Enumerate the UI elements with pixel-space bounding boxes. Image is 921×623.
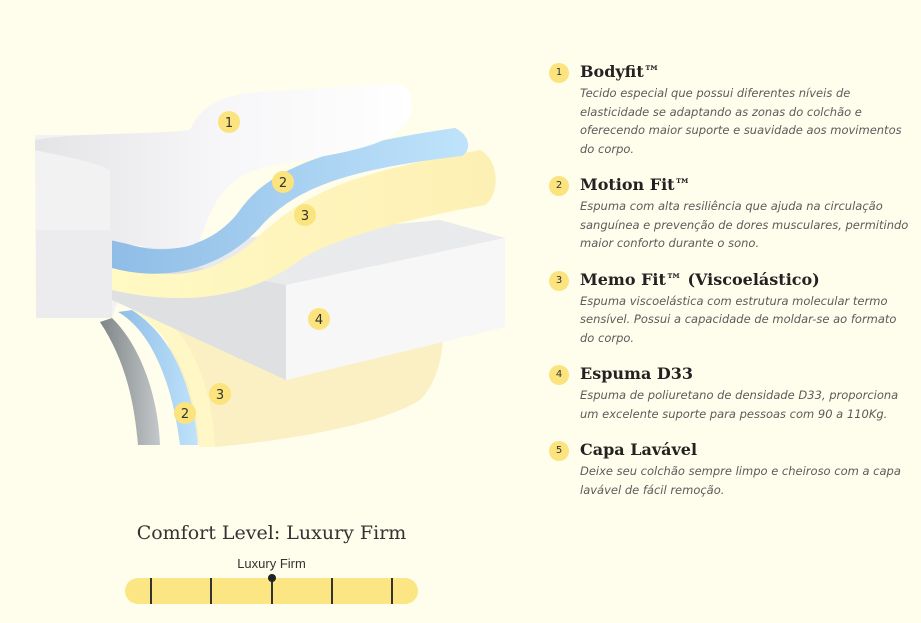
legend-number-badge: 2 xyxy=(549,176,569,196)
mattress-layers-diagram: 1 2 3 4 3 2 xyxy=(35,84,505,447)
comfort-scale-tick xyxy=(270,578,273,604)
comfort-level-marker xyxy=(267,574,276,582)
legend-item-description: Espuma viscoelástica com estrutura molec… xyxy=(580,293,897,345)
legend-item-description: Espuma com alta resiliência que ajuda na… xyxy=(580,199,909,250)
svg-text:2: 2 xyxy=(181,407,189,422)
svg-text:3: 3 xyxy=(216,388,224,403)
comfort-scale-bar xyxy=(125,574,418,604)
marker-3-lower: 3 xyxy=(209,383,231,405)
comfort-scale-tick xyxy=(330,578,333,604)
layer-base-grey xyxy=(100,318,160,445)
legend-number-badge: 1 xyxy=(549,63,569,83)
legend-number-badge: 5 xyxy=(549,441,569,461)
legend-item-bodyfit: 1 Bodyfit™ Tecido especial que possui di… xyxy=(549,60,914,158)
legend-item-description: Deixe seu colchão sempre limpo e cheiros… xyxy=(580,464,901,497)
comfort-level-title: Comfort Level: Luxury Firm xyxy=(136,522,407,544)
legend-item-description: Espuma de poliuretano de densidade D33, … xyxy=(580,388,899,421)
legend-item-title: Memo Fit™ (Viscoelástico) xyxy=(580,269,820,289)
legend-item-title: Bodyfit™ xyxy=(580,62,660,81)
legend-item-description: Tecido especial que possui diferentes ní… xyxy=(580,86,902,156)
layer-d33-foam-front xyxy=(286,238,505,380)
legend-number-badge: 3 xyxy=(549,270,569,291)
comfort-scale-tick xyxy=(150,578,152,604)
layer-bodyfit-cover xyxy=(35,84,412,249)
comfort-level-label: Luxury Firm xyxy=(237,556,306,571)
marker-2: 2 xyxy=(272,171,294,193)
layer-motion-fit-upper xyxy=(112,128,469,274)
legend-item-motion-fit: 2 Motion Fit™ Espuma com alta resiliênci… xyxy=(549,173,914,253)
marker-1: 1 xyxy=(218,111,240,133)
marker-2-lower: 2 xyxy=(174,402,196,424)
layer-memo-fit-lower-edge xyxy=(132,305,215,447)
svg-text:3: 3 xyxy=(301,209,309,224)
legend-item-espuma-d33: 4 Espuma D33 Espuma de poliuretano de de… xyxy=(549,362,914,423)
legend-item-memo-fit: 3 Memo Fit™ (Viscoelástico) Espuma visco… xyxy=(549,268,914,348)
comfort-scale-tick xyxy=(391,578,393,604)
svg-text:2: 2 xyxy=(279,176,287,191)
marker-4: 4 xyxy=(308,308,330,330)
legend-item-title: Motion Fit™ xyxy=(580,175,691,194)
svg-text:4: 4 xyxy=(315,313,323,328)
legend-item-capa-lavavel: 5 Capa Lavável Deixe seu colchão sempre … xyxy=(549,438,914,499)
marker-3: 3 xyxy=(294,204,316,226)
legend-number-badge: 4 xyxy=(549,365,569,385)
comfort-scale-tick xyxy=(210,578,213,604)
legend-item-title: Espuma D33 xyxy=(580,364,694,383)
layer-legend: 1 Bodyfit™ Tecido especial que possui di… xyxy=(549,60,914,514)
legend-item-title: Capa Lavável xyxy=(580,440,698,459)
svg-text:1: 1 xyxy=(225,116,233,131)
